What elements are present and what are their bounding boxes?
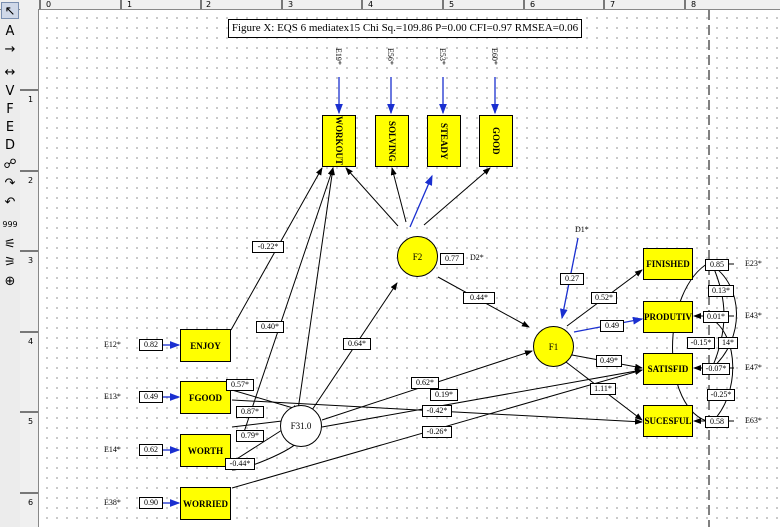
ruler-mark: 1	[28, 95, 34, 104]
error-label-e56: E56*	[386, 48, 395, 65]
error-label-e60: E60*	[490, 48, 499, 65]
coef-e47: -0.07*	[702, 363, 730, 375]
ruler-mark: 6	[28, 498, 34, 507]
left-ruler	[20, 9, 39, 527]
factor-f-tool[interactable]: F	[6, 102, 14, 117]
ruler-mark: 4	[368, 0, 374, 9]
ruler-mark: 6	[530, 0, 536, 9]
fan-right-icon[interactable]: ⚞	[4, 255, 16, 270]
indicator-good[interactable]: GOOD	[479, 115, 513, 167]
ruler-mark: 3	[288, 0, 294, 9]
coef-e12: 0.82	[139, 339, 163, 351]
error-label-e19: E19*	[334, 48, 343, 65]
error-label-e53: E53*	[438, 48, 447, 65]
two-way-arrow-icon[interactable]: ↔	[4, 65, 16, 80]
coef-f1-sucesful: 1.11*	[590, 383, 616, 395]
coef-worried-satisfid: -0.26*	[422, 426, 452, 438]
ruler-mark: 2	[206, 0, 212, 9]
coef-corr-14: 14*	[718, 337, 738, 349]
ruler-mark: 0	[46, 0, 52, 9]
indicator-satisfid[interactable]: SATISFID	[643, 353, 693, 385]
coef-worried: -0.44*	[225, 458, 255, 470]
coef-corr-013: 0.13*	[708, 285, 734, 297]
indicator-produtiv[interactable]: PRODUTIV	[643, 301, 693, 333]
indicator-workout[interactable]: WORKOUT	[322, 115, 356, 167]
link-icon[interactable]: ☍	[3, 157, 17, 172]
error-label-e13: E13*	[104, 392, 121, 401]
factor-f2[interactable]: F2	[397, 236, 438, 277]
coef-enjoy-workout: -0.22*	[252, 241, 284, 253]
coef-f31-f2: 0.64*	[343, 338, 371, 350]
indicator-worried[interactable]: WORRIED	[180, 487, 231, 520]
coef-fgood-sucesful: -0.42*	[422, 405, 452, 417]
fan-left-icon[interactable]: ⚟	[4, 237, 16, 252]
error-label-e12: E12*	[104, 340, 121, 349]
indicator-worth[interactable]: WORTH	[180, 434, 231, 467]
factor-f1[interactable]: F1	[533, 326, 574, 367]
error-label-e14: E14*	[104, 445, 121, 454]
coef-worth-workout: 0.40*	[256, 321, 284, 333]
ruler-mark: 7	[610, 0, 616, 9]
ruler-mark: 2	[28, 176, 34, 185]
coef-e23: 0.85	[705, 259, 729, 271]
coef-f2-f1: 0.44*	[463, 292, 495, 304]
coef-f31-f1-b: 0.19*	[430, 389, 458, 401]
select-arrow-icon[interactable]: ↖	[1, 2, 19, 19]
error-label-e38: E38*	[104, 498, 121, 507]
disturbance-d-tool[interactable]: D	[4, 138, 15, 153]
coef-e38: 0.90	[139, 497, 163, 509]
error-label-e63: E63*	[745, 416, 762, 425]
ruler-mark: 8	[691, 0, 697, 9]
error-label-d2: D2*	[470, 253, 484, 262]
indicator-finished[interactable]: FINISHED	[643, 248, 693, 280]
one-way-arrow-icon[interactable]: →	[4, 42, 16, 57]
coef-corr-neg025: -0.25*	[707, 389, 735, 401]
coef-corr-neg015: -0.15*	[687, 337, 715, 349]
coef-e63: 0.58	[705, 416, 729, 428]
ruler-mark: 3	[28, 256, 34, 265]
coef-f1-satisfid: 0.49*	[596, 355, 622, 367]
factor-f31[interactable]: F31.0	[280, 405, 322, 447]
indicator-enjoy[interactable]: ENJOY	[180, 329, 231, 362]
coef-f1-produtiv: 0.49	[600, 320, 624, 332]
indicator-solving[interactable]: SOLVING	[375, 115, 409, 167]
diagram-title: Figure X: EQS 6 mediatex15 Chi Sq.=109.8…	[228, 19, 582, 38]
coef-worth-f31: 0.87*	[236, 406, 264, 418]
crosshair-icon[interactable]: ⊕	[4, 274, 16, 289]
coef-fgood: 0.57*	[226, 379, 254, 391]
coef-e43: 0.01*	[703, 311, 729, 323]
error-label-d1: D1*	[575, 225, 589, 234]
redo-curve-icon[interactable]: ↷	[4, 176, 16, 191]
coef-f1-finished: 0.52*	[591, 292, 617, 304]
ruler-mark: 5	[449, 0, 455, 9]
indicator-sucesful[interactable]: SUCESFUL	[643, 405, 693, 437]
indicator-fgood[interactable]: FGOOD	[180, 381, 231, 414]
coef-d2: 0.77	[440, 253, 464, 265]
ruler-mark: 4	[28, 337, 34, 346]
ruler-mark: 1	[127, 0, 133, 9]
coef-d1: 0.27	[560, 273, 584, 285]
coef-e14: 0.62	[139, 444, 163, 456]
error-label-e43: E43*	[745, 311, 762, 320]
error-label-e47: E47*	[745, 363, 762, 372]
number-999-icon[interactable]: 999	[2, 220, 18, 229]
top-ruler	[0, 0, 780, 10]
ruler-mark: 5	[28, 417, 34, 426]
text-tool-icon[interactable]: A	[5, 24, 15, 39]
coef-worth-2: 0.79*	[236, 430, 264, 442]
coef-e13: 0.49	[139, 391, 163, 403]
error-label-e23: E23*	[745, 259, 762, 268]
coef-f31-f1-a: 0.62*	[411, 377, 439, 389]
variable-v-tool[interactable]: V	[5, 84, 15, 99]
ruler-ticks	[20, 0, 686, 494]
error-e-tool[interactable]: E	[5, 120, 15, 135]
indicator-steady[interactable]: STEADY	[427, 115, 461, 167]
undo-curve-icon[interactable]: ↶	[4, 195, 16, 210]
